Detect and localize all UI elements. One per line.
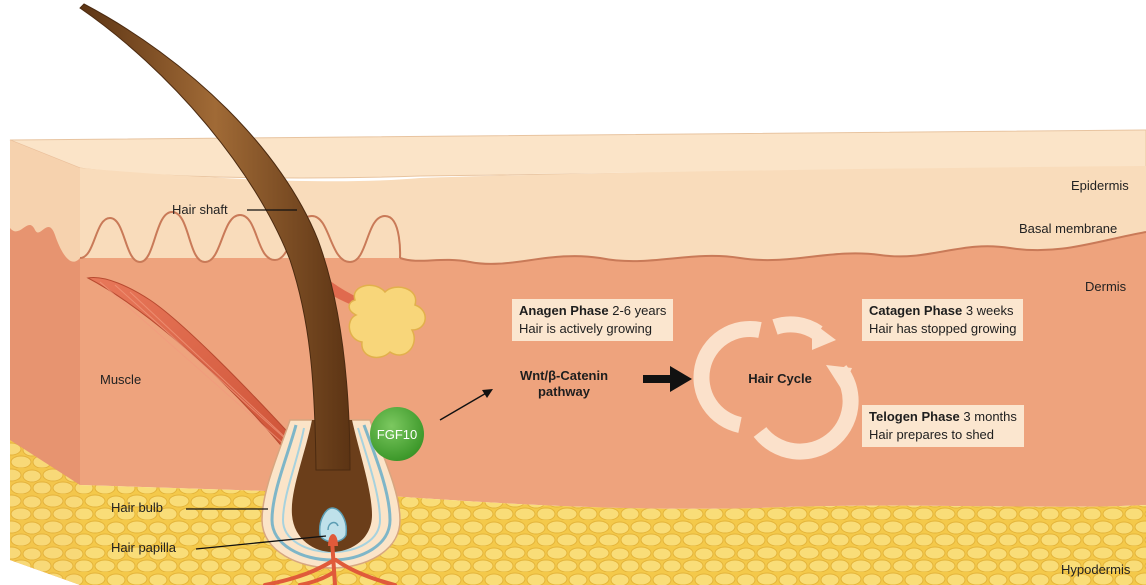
fgf10-node: FGF10 — [370, 407, 424, 461]
basal-membrane-label: Basal membrane — [1019, 221, 1117, 236]
telogen-phase-box: Telogen Phase 3 months Hair prepares to … — [862, 405, 1024, 447]
catagen-phase-description: Hair has stopped growing — [869, 320, 1016, 338]
hair-papilla-label: Hair papilla — [111, 540, 176, 555]
telogen-phase-description: Hair prepares to shed — [869, 426, 1017, 444]
hair-bulb-label: Hair bulb — [111, 500, 163, 515]
pathway-line1: Wnt/β-Catenin — [498, 368, 630, 384]
epidermis-label: Epidermis — [1071, 178, 1129, 193]
anagen-phase-description: Hair is actively growing — [519, 320, 666, 338]
catagen-phase-box: Catagen Phase 3 weeks Hair has stopped g… — [862, 299, 1023, 341]
pathway-label: Wnt/β-Catenin pathway — [498, 368, 630, 400]
dermis-label: Dermis — [1085, 279, 1126, 294]
telogen-phase-name: Telogen Phase — [869, 409, 960, 424]
anagen-phase-name: Anagen Phase — [519, 303, 609, 318]
anagen-phase-duration: 2-6 years — [612, 303, 666, 318]
telogen-phase-duration: 3 months — [963, 409, 1016, 424]
catagen-phase-name: Catagen Phase — [869, 303, 962, 318]
hypodermis-label: Hypodermis — [1061, 562, 1130, 577]
catagen-phase-duration: 3 weeks — [966, 303, 1014, 318]
pathway-line2: pathway — [498, 384, 630, 400]
hair-shaft-label: Hair shaft — [172, 202, 228, 217]
anagen-phase-box: Anagen Phase 2-6 years Hair is actively … — [512, 299, 673, 341]
muscle-label: Muscle — [100, 372, 141, 387]
hair-cycle-label: Hair Cycle — [730, 371, 830, 387]
